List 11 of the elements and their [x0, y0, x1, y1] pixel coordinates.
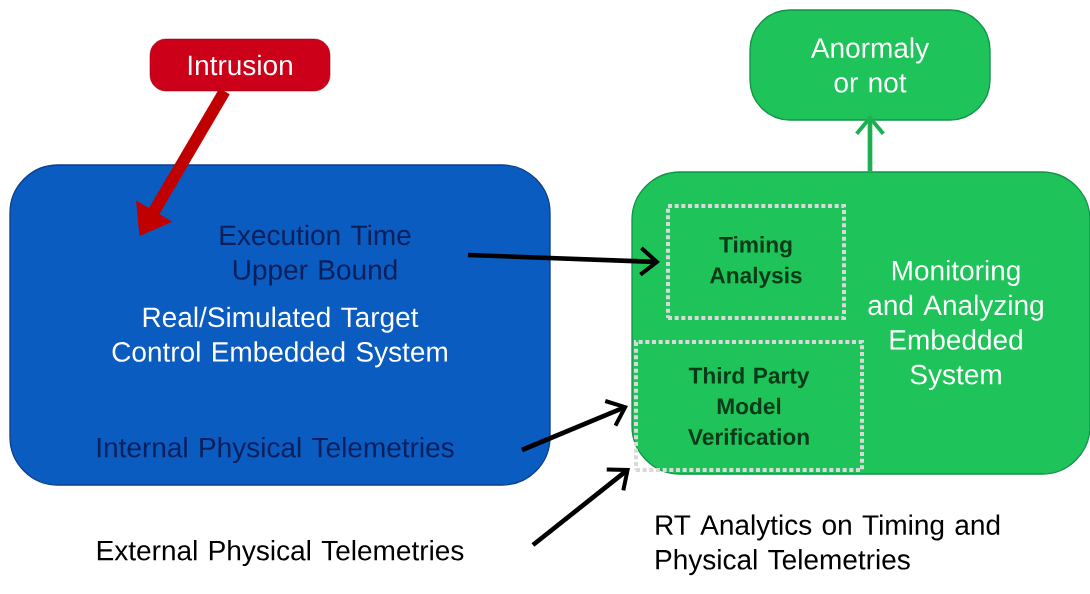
dotted-box: Timing Analysis: [666, 204, 846, 320]
intrusion-box: Intrusion: [149, 38, 331, 92]
box-text: Internal Physical Telemetries: [97, 436, 454, 464]
arrow: [521, 399, 628, 453]
arrow: [531, 467, 630, 547]
dotted-box: Third Party Model Verification: [634, 340, 864, 472]
result-box: Anormaly or not: [749, 9, 991, 121]
input-text: External Physical Telemetries: [97, 539, 464, 567]
arrow: [467, 246, 660, 277]
box-text: Execution Time Upper Bound: [220, 224, 411, 286]
caption-text: RT Analytics on Timing and Physical Telemetries: [656, 514, 1000, 576]
